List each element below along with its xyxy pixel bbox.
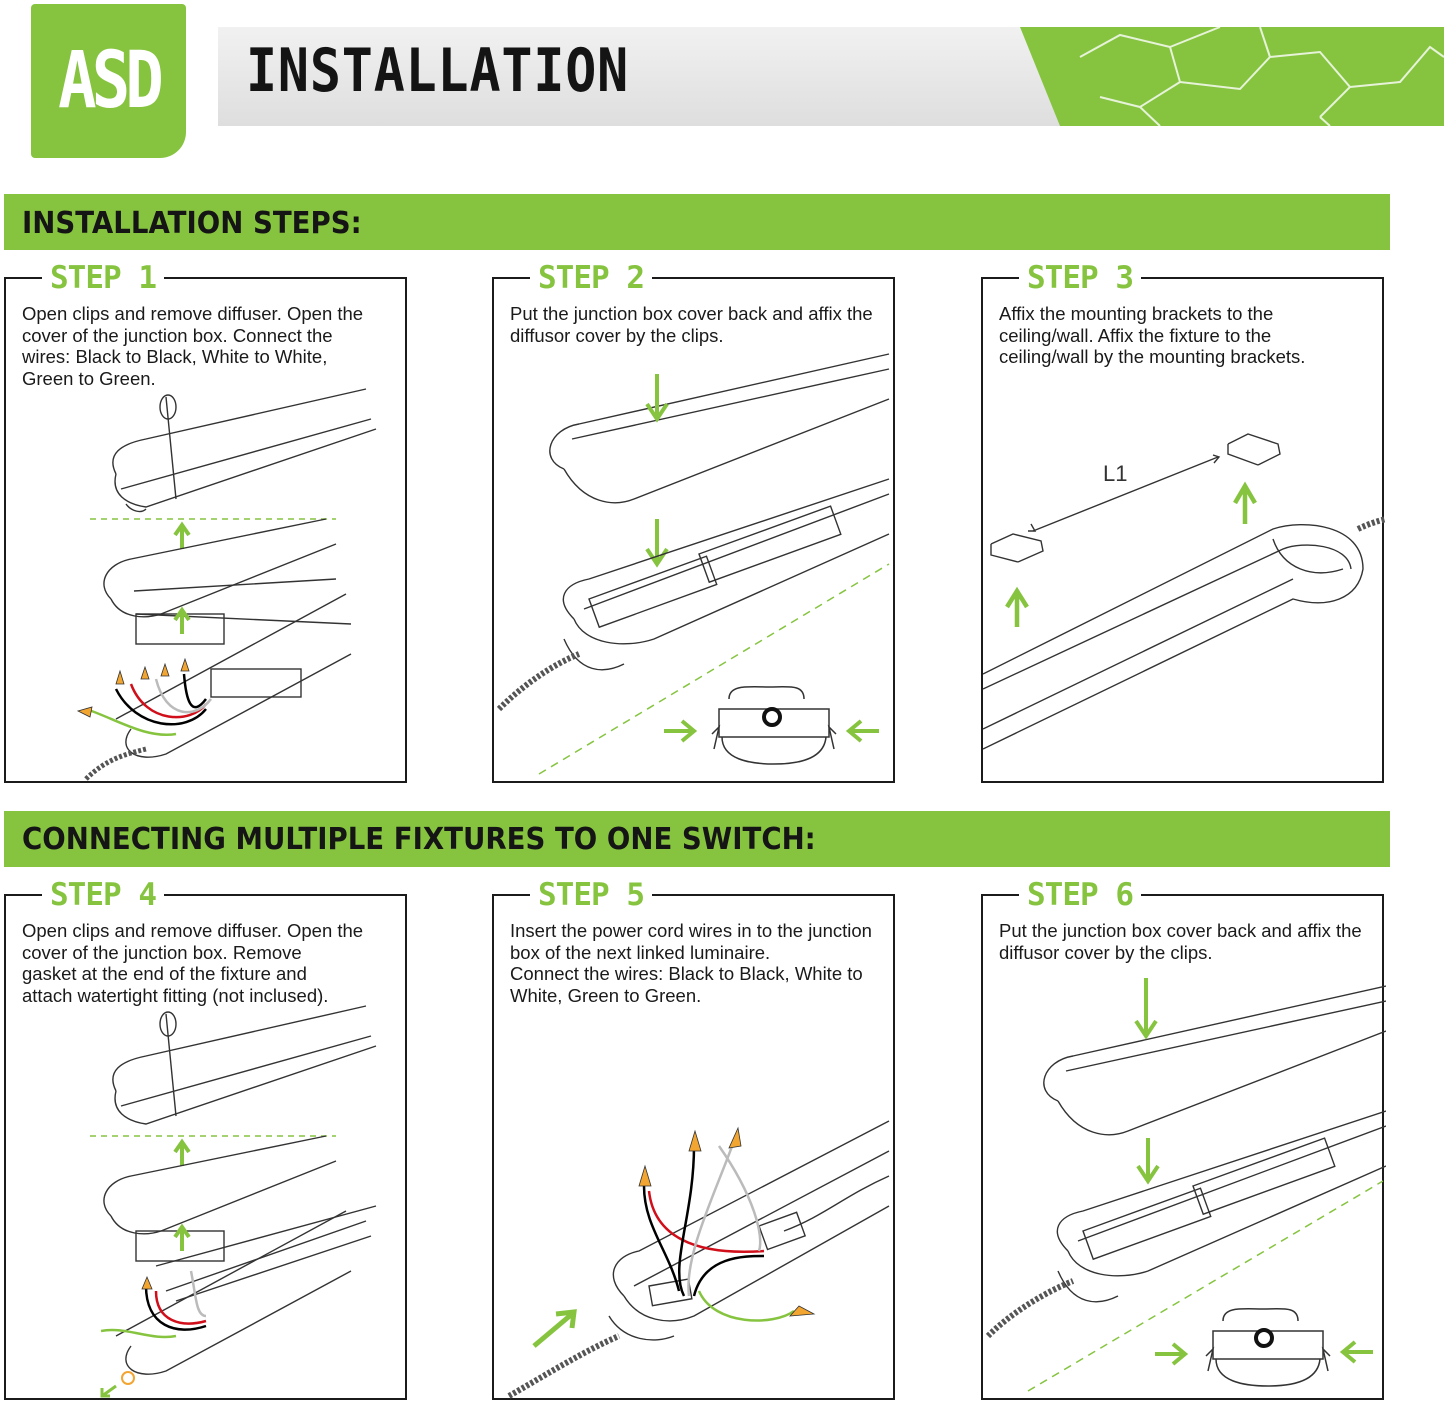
step-2-text: Put the junction box cover back and affi… (510, 303, 873, 346)
step-5-label: STEP 5 (530, 877, 652, 913)
step-3-card: STEP 3 Affix the mounting brackets to th… (981, 260, 1386, 783)
step-4-label: STEP 4 (42, 877, 164, 913)
section-title-installation-steps: INSTALLATION STEPS: (22, 206, 362, 241)
step-3-text: Affix the mounting brackets to the ceili… (999, 303, 1306, 367)
step-6-illustration (985, 978, 1386, 1392)
step-1-label: STEP 1 (42, 260, 164, 296)
hexagon-pattern-decoration (1020, 27, 1444, 126)
step-1-card: STEP 1 Open clips and remove diffuser. O… (4, 260, 407, 783)
step-3-label: STEP 3 (1019, 260, 1141, 296)
section-bar-multiple-fixtures (4, 811, 1390, 867)
step-5-illustration (507, 1120, 890, 1399)
dimension-label-l1: L1 (1103, 461, 1128, 486)
step-4-card: STEP 4 Open clips and remove diffuser. O… (4, 877, 407, 1400)
step-2-illustration (496, 353, 890, 775)
step-6-text: Put the junction box cover back and affi… (999, 920, 1362, 963)
step-6-card: STEP 6 Put the junction box cover back a… (981, 877, 1386, 1400)
step-2-label: STEP 2 (530, 260, 652, 296)
step-3-illustration (983, 433, 1386, 750)
step-5-card: STEP 5 Insert the power cord wires in to… (492, 877, 895, 1400)
logo-text: ASD (58, 36, 164, 126)
section-bar-installation-steps (4, 194, 1390, 250)
step-5-text: Insert the power cord wires in to the ju… (510, 920, 872, 1006)
step-6-label: STEP 6 (1019, 877, 1141, 913)
brand-logo: ASD (31, 4, 186, 158)
step-2-card: STEP 2 Put the junction box cover back a… (492, 260, 895, 783)
page-title: INSTALLATION (246, 36, 630, 106)
step-4-illustration (90, 1005, 377, 1398)
section-title-multiple-fixtures: CONNECTING MULTIPLE FIXTURES TO ONE SWIT… (22, 822, 816, 857)
step-1-illustration (76, 388, 377, 781)
step-4-text: Open clips and remove diffuser. Open the… (22, 920, 364, 1006)
step-1-text: Open clips and remove diffuser. Open the… (22, 303, 364, 389)
